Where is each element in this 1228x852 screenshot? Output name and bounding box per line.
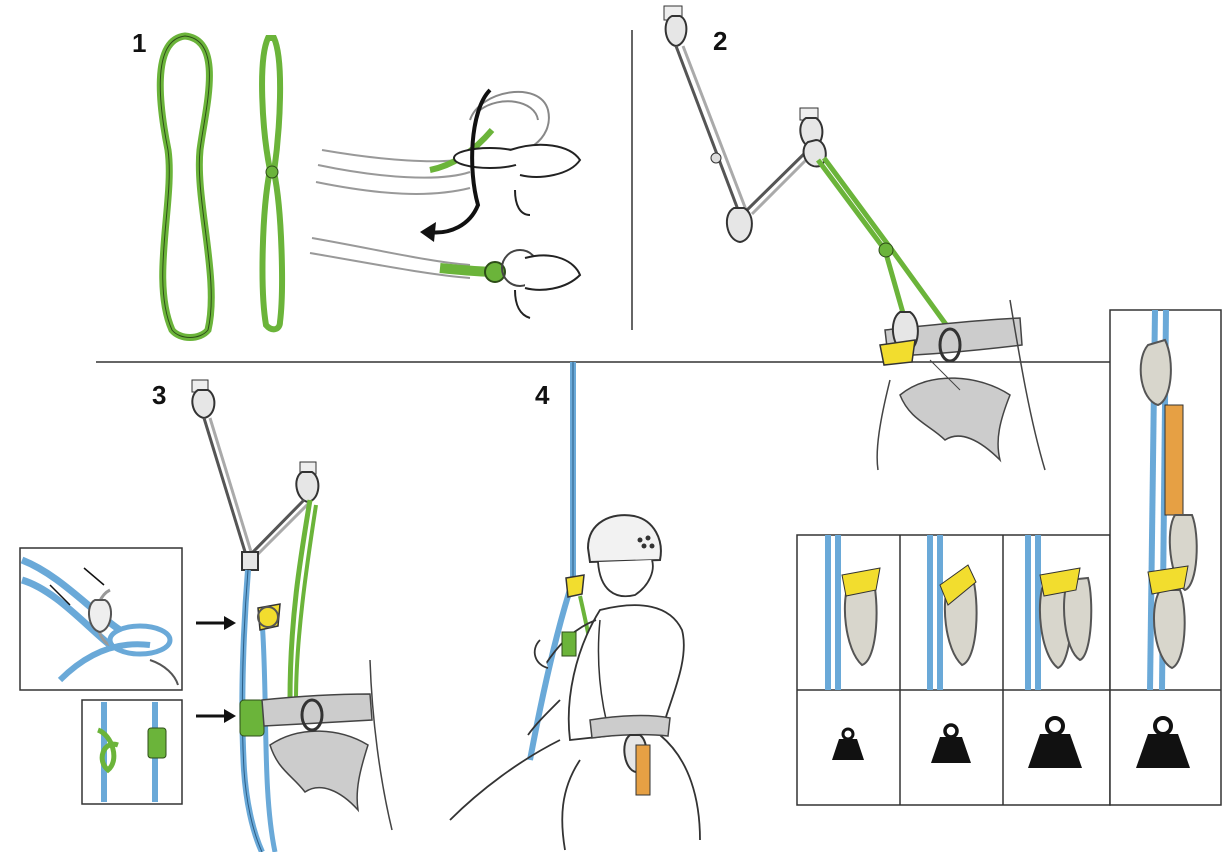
arrow-head-icon bbox=[420, 222, 436, 242]
friction-knot bbox=[240, 700, 264, 736]
harness-leg-loops bbox=[900, 378, 1010, 460]
panel-2 bbox=[664, 6, 1045, 470]
step-number-2: 2 bbox=[713, 26, 727, 56]
harness-belt bbox=[262, 694, 372, 726]
panel-1 bbox=[160, 36, 580, 338]
inset-rope-detail bbox=[20, 548, 182, 690]
step-number-4: 4 bbox=[535, 380, 550, 410]
orange-tape bbox=[1165, 405, 1183, 515]
arrow-icon bbox=[196, 616, 236, 630]
sling-loop-open bbox=[160, 36, 211, 338]
panel-dividers bbox=[96, 30, 1115, 362]
girth-hitch-illustration-bottom bbox=[310, 238, 580, 318]
carabiner-icon bbox=[296, 472, 318, 502]
carabiner-icon bbox=[727, 208, 752, 242]
harness-leg-loops bbox=[270, 731, 368, 810]
girth-hitch-illustration-top bbox=[316, 92, 580, 215]
carabiner-icon bbox=[89, 600, 111, 632]
carabiner-icon bbox=[192, 390, 214, 418]
sling-knot bbox=[266, 166, 278, 178]
orange-tape bbox=[636, 745, 650, 795]
carabiner-icon bbox=[666, 16, 687, 46]
belay-device-icon bbox=[566, 575, 584, 597]
step-number-1: 1 bbox=[132, 28, 146, 58]
sling-loop-knotted bbox=[262, 38, 282, 329]
panel-4 bbox=[450, 362, 700, 850]
belay-device-icon bbox=[880, 340, 915, 365]
step-number-3: 3 bbox=[152, 380, 166, 410]
inset-knot-detail bbox=[82, 700, 182, 804]
panel-3 bbox=[192, 380, 392, 852]
arrow-icon bbox=[196, 709, 236, 723]
weight-table bbox=[797, 310, 1221, 805]
